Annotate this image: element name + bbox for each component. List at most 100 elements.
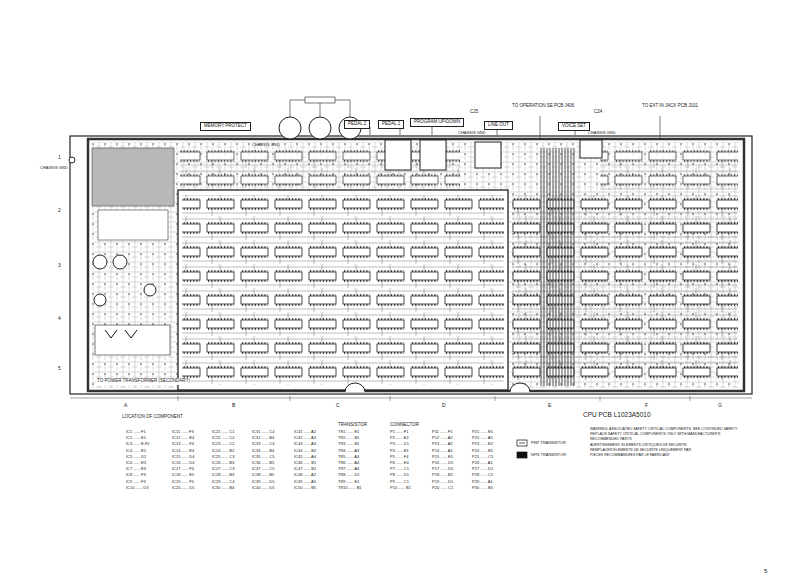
table-cell: TR10 ...... B1 bbox=[338, 486, 362, 490]
table-cell: TR6 ...... A4 bbox=[338, 461, 359, 465]
table-cell: IC19 ...... F5 bbox=[172, 480, 194, 484]
table-cell: IC18 ...... E5 bbox=[172, 473, 194, 477]
table-cell: IC46 ...... B1 bbox=[294, 461, 316, 465]
table-cell: P6 ...... E4 bbox=[390, 461, 409, 465]
annotation: 3 bbox=[58, 263, 61, 268]
table-cell: IC47 ...... B1 bbox=[294, 467, 316, 471]
connector-label-box: PEDAL 2 bbox=[344, 120, 370, 129]
table-cell: P14 ...... A1 bbox=[432, 449, 453, 453]
table-cell: IC17 ...... F4 bbox=[172, 467, 194, 471]
table-cell: IC41 ...... A2 bbox=[294, 430, 316, 434]
table-cell: TR7 ...... A4 bbox=[338, 467, 359, 471]
table-cell: P12 ...... A2 bbox=[432, 436, 453, 440]
table-cell: IC1 ...... F1 bbox=[126, 430, 146, 434]
annotation: CHASSIS GND bbox=[40, 166, 68, 170]
table-cell: IC30 ...... B4 bbox=[212, 486, 234, 490]
table-cell: IC35 ...... C5 bbox=[252, 455, 274, 459]
table-cell: IC44 ...... B2 bbox=[294, 449, 316, 453]
table-cell: P29 ...... A1 bbox=[472, 480, 493, 484]
table-cell: IC8 ...... F3 bbox=[126, 473, 146, 477]
table-cell: IC49 ...... A5 bbox=[294, 480, 316, 484]
annotation: TO POWER TRANSFORMER (SECONDARY) bbox=[96, 378, 191, 385]
table-cell: P20 ...... C1 bbox=[432, 486, 453, 490]
annotation: E bbox=[548, 403, 551, 408]
table-cell: P26 ...... A1 bbox=[472, 461, 493, 465]
table-cell: P8 ...... D1 bbox=[390, 473, 409, 477]
table-cell: P13 ...... A2 bbox=[432, 442, 453, 446]
table-cell: IC33 ...... C4 bbox=[252, 442, 274, 446]
table-cell: IC23 ...... C2 bbox=[212, 442, 234, 446]
table-cell: P19 ...... D1 bbox=[432, 480, 453, 484]
annotation: TO EXT IN JACK PCB J101 bbox=[642, 104, 698, 109]
box-text: VOICE SET bbox=[562, 123, 586, 128]
annotation: D bbox=[442, 403, 446, 408]
table-cell: IC22 ...... C2 bbox=[212, 436, 234, 440]
table-cell: IC2 ...... E1 bbox=[126, 436, 146, 440]
annotation: B bbox=[232, 403, 235, 408]
annotation: TRANSISTOR bbox=[338, 423, 367, 428]
annotation: G bbox=[718, 403, 722, 408]
table-cell: P21 ...... E5 bbox=[472, 430, 493, 434]
table-cell: IC28 ...... B3 bbox=[212, 473, 234, 477]
table-cell: IC24 ...... B2 bbox=[212, 449, 234, 453]
table-cell: P1 ...... F1 bbox=[390, 430, 408, 434]
table-cell: TR2 ...... B1 bbox=[338, 436, 359, 440]
table-cell: IC4 ...... E2 bbox=[126, 449, 146, 453]
table-cell: IC45 ...... A4 bbox=[294, 455, 316, 459]
annotation: 5 bbox=[58, 366, 61, 371]
table-cell: P15 ...... E5 bbox=[432, 455, 453, 459]
table-cell: IC32 ...... B4 bbox=[252, 436, 274, 440]
annotation: 2 bbox=[58, 208, 61, 213]
table-cell: IC10 ...... D3 bbox=[126, 486, 148, 490]
table-cell: P25 ...... C5 bbox=[472, 455, 493, 459]
table-cell: IC13 ...... F4 bbox=[172, 442, 194, 446]
connector-label-box: MEMORY PROTECT bbox=[200, 122, 251, 131]
table-cell: IC3 ...... E,F2 bbox=[126, 442, 150, 446]
table-cell: P24 ...... B5 bbox=[472, 449, 493, 453]
annotation: 5 bbox=[764, 568, 767, 574]
table-cell: TR3 ...... B1 bbox=[338, 442, 359, 446]
table-cell: IC29 ...... C4 bbox=[212, 480, 234, 484]
table-cell: TR4 ...... A3 bbox=[338, 449, 359, 453]
annotation: LOCATION OF COMPONENT bbox=[122, 415, 183, 420]
annotation: REMPLACER ELEMENTS DE SECURITE UNIQUEMEN… bbox=[590, 449, 691, 453]
annotation: CHASSIS GND bbox=[458, 131, 486, 135]
table-cell: IC40 ...... D5 bbox=[252, 486, 274, 490]
legend-text: NPN TRANSISTOR bbox=[531, 453, 566, 457]
table-cell: IC11 ...... F3 bbox=[172, 430, 194, 434]
table-cell: P3 ...... D1 bbox=[390, 442, 409, 446]
table-cell: P16 ...... D5 bbox=[432, 461, 453, 465]
box-text: PEDAL 1 bbox=[382, 121, 400, 126]
table-cell: IC37 ...... C5 bbox=[252, 467, 274, 471]
table-cell: P28 ...... C5 bbox=[472, 473, 493, 477]
annotation: PIECES RECOMMANDEES PAR LE FABRICANT bbox=[590, 454, 670, 458]
annotation: 1 bbox=[58, 155, 61, 160]
table-cell: P22 ...... A5 bbox=[472, 436, 493, 440]
box-text: PROGRAM UP/DOWN bbox=[414, 119, 460, 124]
table-cell: IC27 ...... C3 bbox=[212, 467, 234, 471]
table-cell: P27 ...... D1 bbox=[472, 467, 493, 471]
connector-label-box: LINE OUT bbox=[484, 121, 513, 130]
annotation: A bbox=[124, 403, 127, 408]
table-cell: P10 ...... B1 bbox=[390, 486, 411, 490]
table-cell: IC20 ...... D5 bbox=[172, 486, 194, 490]
annotation: C24 bbox=[594, 110, 602, 115]
table-cell: IC48 ...... A2 bbox=[294, 473, 316, 477]
table-cell: P11 ...... F5 bbox=[432, 430, 452, 434]
table-cell: IC42 ...... A3 bbox=[294, 436, 316, 440]
table-cell: TR5 ...... A3 bbox=[338, 455, 359, 459]
table-cell: IC16 ...... D4 bbox=[172, 461, 194, 465]
legend-text: PNP TRANSISTOR bbox=[531, 441, 566, 445]
annotation: WARNING: ASSOCIATED SAFETY CRITICAL COMP… bbox=[590, 428, 737, 432]
annotation: F bbox=[645, 403, 648, 408]
annotation: CPU PCB L1023A5010 bbox=[583, 412, 651, 419]
annotation: C bbox=[336, 403, 340, 408]
connector-label-box: PROGRAM UP/DOWN bbox=[410, 118, 464, 127]
table-cell: IC14 ...... E4 bbox=[172, 449, 194, 453]
table-cell: IC5 ...... D2 bbox=[126, 455, 146, 459]
table-cell: IC38 ...... B5 bbox=[252, 473, 274, 477]
table-cell: IC12 ...... E4 bbox=[172, 436, 194, 440]
table-cell: IC26 ...... B3 bbox=[212, 461, 234, 465]
